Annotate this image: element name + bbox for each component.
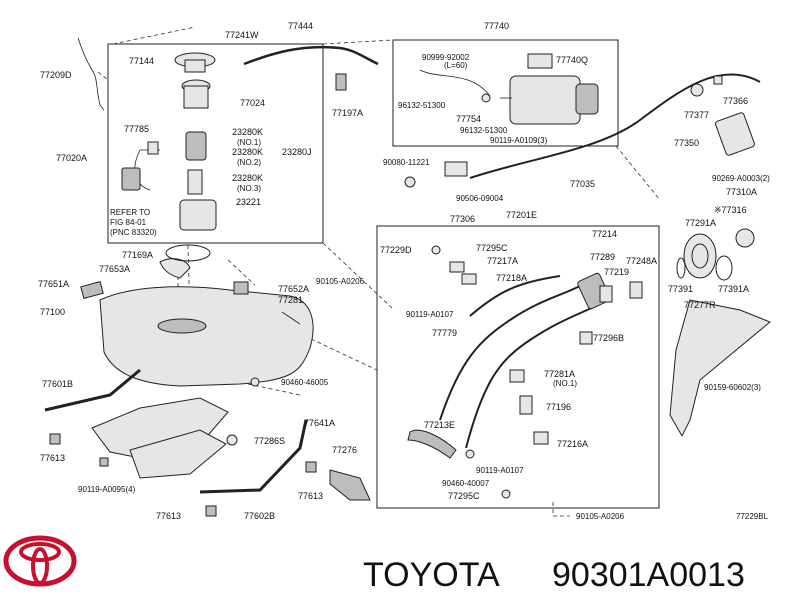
label-77779: 77779 xyxy=(432,328,457,338)
label-77229d: 77229D xyxy=(380,245,412,255)
label-77613-b: 77613 xyxy=(298,491,323,501)
brand-name: TOYOTA xyxy=(363,556,500,594)
label-23280k-2: 23280K xyxy=(232,147,263,157)
fuel-pump-assembly-box xyxy=(107,43,324,244)
label-23280k-3-no: (NO.3) xyxy=(237,184,261,193)
filler-door-parts xyxy=(404,75,755,188)
label-96132-b: 96132-51300 xyxy=(460,126,508,135)
label-77020a: 77020A xyxy=(56,153,87,163)
label-77289: 77289 xyxy=(590,252,615,262)
canister-assembly-box xyxy=(392,39,619,147)
filler-pipe-assembly-box xyxy=(376,225,660,509)
label-77281: 77281 xyxy=(278,295,303,305)
label-90119-a0107-b: 90119-A0107 xyxy=(476,466,524,475)
fuel-pump-assembly xyxy=(121,52,217,231)
figure-code: 77229BL xyxy=(736,512,769,521)
toyota-logo-icon xyxy=(3,535,77,587)
label-90460-46005: 90460-46005 xyxy=(281,378,329,387)
label-77740q: 77740Q xyxy=(556,55,588,65)
label-77169a: 77169A xyxy=(122,250,153,260)
label-77276: 77276 xyxy=(332,445,357,455)
label-77651a: 77651A xyxy=(38,279,69,289)
label-90999: 90999-92002 xyxy=(422,53,470,62)
label-77218a: 77218A xyxy=(496,273,527,283)
part-labels: 77444 77241W 77740 77144 77209D 77024 77… xyxy=(38,21,770,521)
label-77209d: 77209D xyxy=(40,70,72,80)
label-90999-l: (L=60) xyxy=(444,61,468,70)
label-77306: 77306 xyxy=(450,214,475,224)
label-90105-a0206-b: 90105-A0206 xyxy=(576,512,625,521)
label-77310a: 77310A xyxy=(726,187,757,197)
label-77196: 77196 xyxy=(546,402,571,412)
label-96132-a: 96132-51300 xyxy=(398,101,446,110)
label-77601b: 77601B xyxy=(42,379,73,389)
label-77197a: 77197A xyxy=(332,108,363,118)
label-77366: 77366 xyxy=(723,96,748,106)
fuel-tank xyxy=(80,244,314,387)
label-77296b: 77296B xyxy=(593,333,624,343)
label-77391: 77391 xyxy=(668,284,693,294)
label-77201e: 77201E xyxy=(506,210,537,220)
label-90119-a0107-a: 90119-A0107 xyxy=(406,310,454,319)
tank-shields xyxy=(44,368,317,517)
label-77602b: 77602B xyxy=(244,511,275,521)
label-23280j: 23280J xyxy=(282,147,312,157)
hose-77035 xyxy=(469,73,761,179)
label-90159: 90159-60602(3) xyxy=(704,383,761,392)
label-77740: 77740 xyxy=(484,21,509,31)
label-77214: 77214 xyxy=(592,229,617,239)
label-77653a: 77653A xyxy=(99,264,130,274)
label-77213e: 77213E xyxy=(424,420,455,430)
label-90080: 90080-11221 xyxy=(383,158,430,167)
label-23280k-1-no: (NO.1) xyxy=(237,138,261,147)
label-77144: 77144 xyxy=(129,56,154,66)
label-77286s: 77286S xyxy=(254,436,285,446)
label-77277r: 77277R xyxy=(684,300,716,310)
label-77754: 77754 xyxy=(456,114,481,124)
label-90460-40007: 90460-40007 xyxy=(442,479,490,488)
label-77035: 77035 xyxy=(570,179,595,189)
label-77377: 77377 xyxy=(684,110,709,120)
label-77100: 77100 xyxy=(40,307,65,317)
label-77295c-a: 77295C xyxy=(476,243,508,253)
vent-tube-77444 xyxy=(243,45,379,66)
part-number: 90301A0013 xyxy=(552,556,745,594)
label-77444: 77444 xyxy=(288,21,313,31)
filler-neck-parts xyxy=(669,228,771,438)
label-90119-a0095: 90119-A0095(4) xyxy=(78,485,136,494)
label-77291a: 77291A xyxy=(685,218,716,228)
label-77281a: 77281A xyxy=(544,369,575,379)
label-23280k-1: 23280K xyxy=(232,127,263,137)
label-refer-1: REFER TO xyxy=(110,208,150,217)
label-90506: 90506-09004 xyxy=(456,194,504,203)
harness-77209d xyxy=(77,37,105,111)
label-90119-a0109: 90119-A0109(3) xyxy=(490,136,548,145)
label-77641a: 77641A xyxy=(304,418,335,428)
label-77216a: 77216A xyxy=(557,439,588,449)
label-77248a: 77248A xyxy=(626,256,657,266)
label-77219: 77219 xyxy=(604,267,629,277)
charcoal-canister xyxy=(419,53,599,125)
label-77316: ※77316 xyxy=(714,205,747,215)
label-refer-3: (PNC 83320) xyxy=(110,228,157,237)
label-77613-a: 77613 xyxy=(40,453,65,463)
label-23280k-3: 23280K xyxy=(232,173,263,183)
label-90269: 90269-A0003(2) xyxy=(712,174,770,183)
label-90105-a0206-a: 90105-A0206 xyxy=(316,277,365,286)
label-23280k-2-no: (NO.2) xyxy=(237,158,261,167)
label-77652a: 77652A xyxy=(278,284,309,294)
label-77241w: 77241W xyxy=(225,30,259,40)
label-77785: 77785 xyxy=(124,124,149,134)
label-77217a: 77217A xyxy=(487,256,518,266)
filler-pipe xyxy=(329,245,643,501)
label-77613-c: 77613 xyxy=(156,511,181,521)
label-77024: 77024 xyxy=(240,98,265,108)
label-77391a: 77391A xyxy=(718,284,749,294)
label-23221: 23221 xyxy=(236,197,261,207)
label-refer-2: FIG 84-01 xyxy=(110,218,147,227)
label-77295c-b: 77295C xyxy=(448,491,480,501)
label-77350: 77350 xyxy=(674,138,699,148)
label-77281a-no: (NO.1) xyxy=(553,379,577,388)
